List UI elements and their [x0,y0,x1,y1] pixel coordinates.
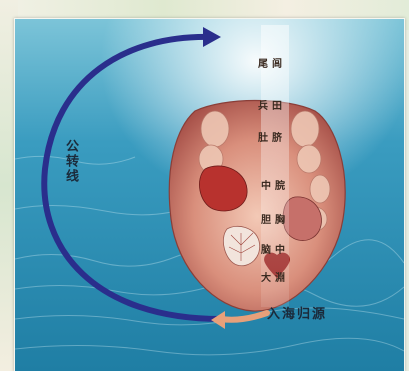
tongue-row: 胆胸 [261,211,289,226]
source-label: 入海归源 [267,303,327,322]
arc-label: 公转线 [61,139,80,184]
tongue-row: 大淵 [261,269,289,284]
sea-scene [15,19,404,371]
picture-frame: 公转线 尾闾 兵田 肚脐 中脘 胆胸 脑中 大淵 入海归源 [14,18,405,371]
tongue-row: 尾闾 [258,55,286,70]
tongue-row: 肚脐 [258,129,286,144]
tongue-row: 脑中 [261,241,289,256]
tongue-row: 兵田 [258,97,286,112]
tongue-row: 中脘 [261,177,289,192]
